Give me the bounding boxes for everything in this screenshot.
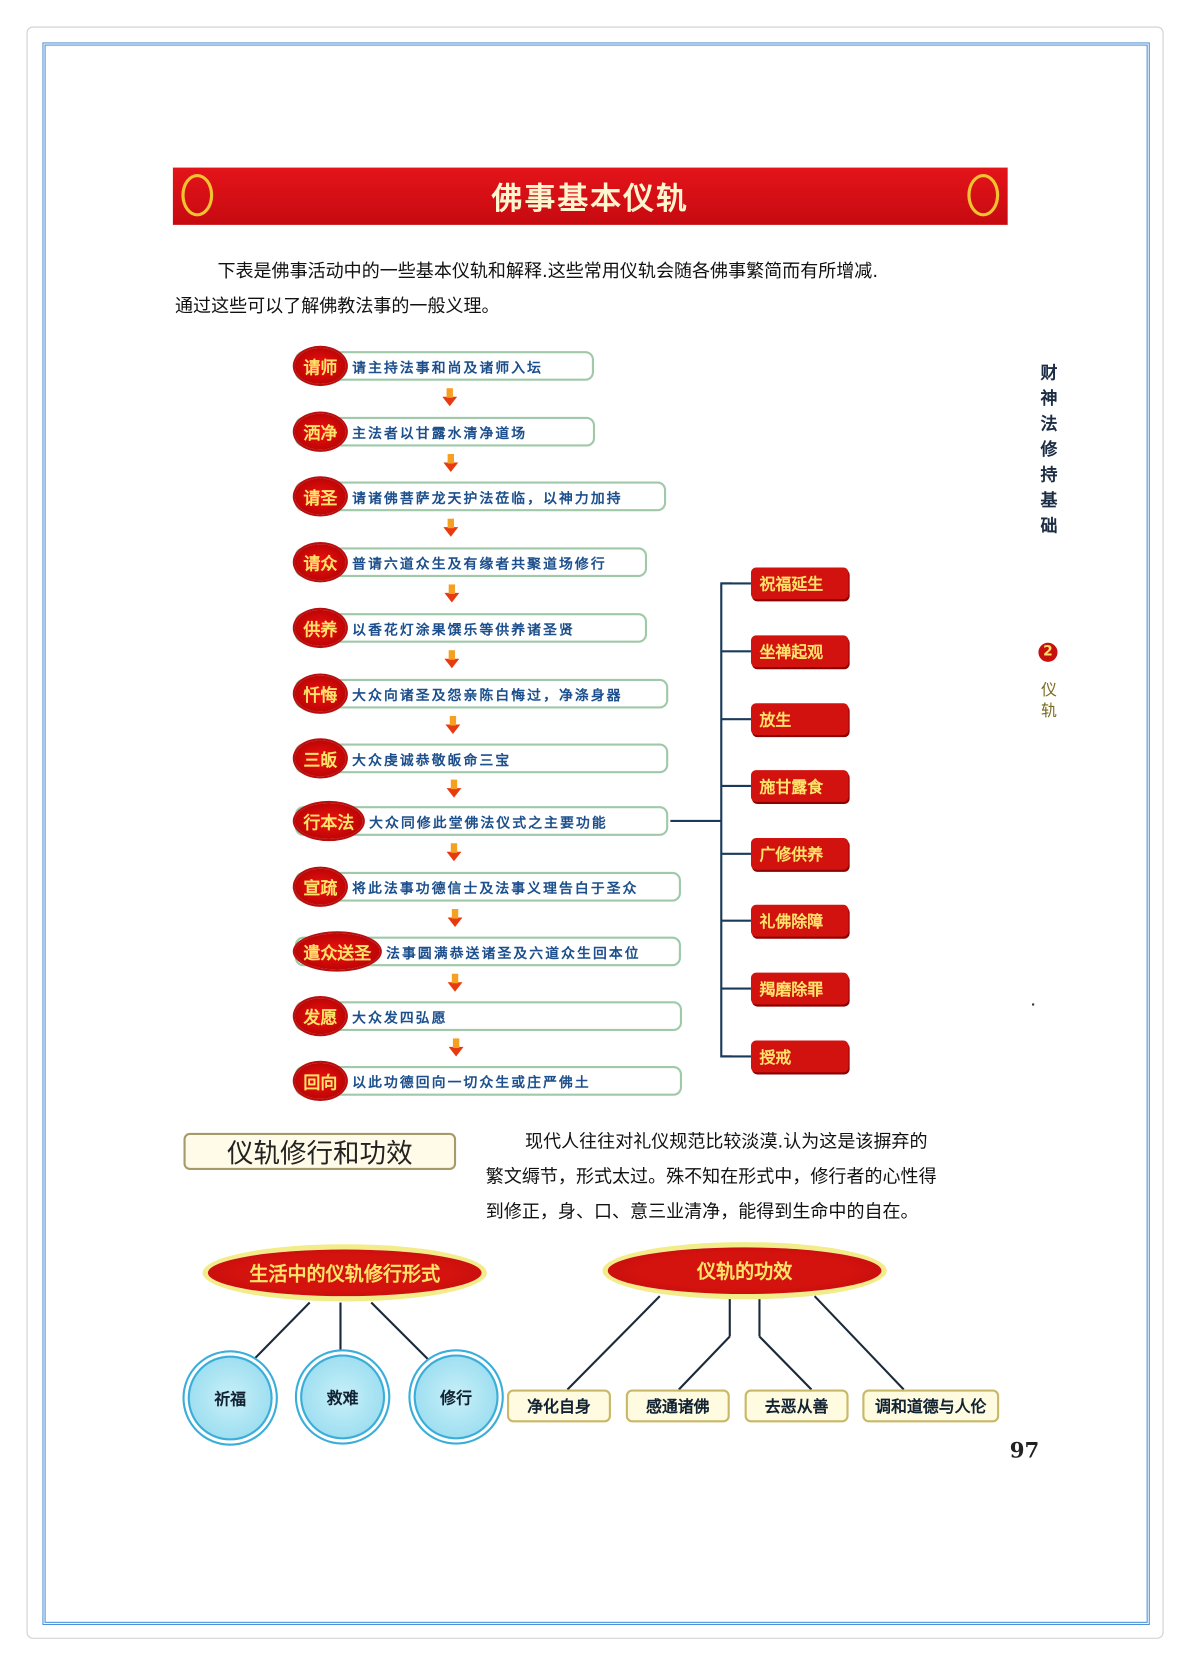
down-arrow-icon: [442, 388, 458, 407]
step-label: 供养: [294, 609, 346, 646]
down-arrow-icon: [443, 518, 459, 537]
step-description: 请诸佛菩萨龙天护法莅临，以神力加持: [352, 490, 623, 507]
flow-step: 宣疏将此法事功德信士及法事义理告白于圣众: [294, 868, 681, 905]
flow-step: 行本法大众同修此堂佛法仪式之主要功能: [294, 802, 669, 840]
section-text-line: 到修正，身、口、意三业清净，能得到生命中的自在。: [485, 1201, 919, 1223]
intro-line: 通过这些可以了解佛教法事的一般义理。: [175, 295, 500, 318]
flow-step: 洒净主法者以甘露水清净道场: [294, 413, 596, 450]
step-description: 主法者以甘露水清净道场: [352, 425, 528, 442]
down-arrow-icon: [445, 715, 461, 734]
flow-step: 回向以此功德回向一切众生或庄严佛土: [294, 1062, 683, 1099]
down-arrow-icon: [447, 908, 463, 927]
effects-heading: 仪轨的功效: [607, 1247, 882, 1295]
down-arrow-icon: [446, 779, 461, 798]
step-description: 大众向诸圣及怨亲陈白悔过，净涤身器: [352, 687, 623, 704]
step-label: 请众: [294, 544, 346, 581]
cloud-ornament-icon: [967, 173, 1000, 217]
function-box: 坐禅起观: [750, 635, 849, 668]
side-chapter-title: 仪轨: [1041, 679, 1057, 721]
down-arrow-icon: [448, 973, 463, 992]
function-box: 放生: [750, 703, 849, 736]
form-circle: 修行: [413, 1354, 499, 1440]
flow-step: 遣众送圣法事圆满恭送诸圣及六道众生回本位: [294, 933, 681, 970]
title-banner: 佛事基本仪轨: [172, 167, 1008, 225]
step-description: 大众同修此堂佛法仪式之主要功能: [369, 815, 608, 832]
step-description: 法事圆满恭送诸圣及六道众生回本位: [386, 945, 641, 962]
page-border: [42, 42, 1150, 1625]
page-frame: [26, 26, 1164, 1639]
down-arrow-icon: [444, 584, 460, 603]
bracket-line: [670, 582, 732, 1058]
step-label: 请圣: [294, 478, 346, 515]
section-text-line: 现代人往往对礼仪规范比较淡漠.认为这是该摒弃的: [525, 1131, 928, 1153]
flow-step: 请圣请诸佛菩萨龙天护法莅临，以神力加持: [294, 478, 667, 515]
form-circle: 救难: [300, 1354, 386, 1440]
step-label: 忏悔: [294, 675, 346, 712]
flow-step: 三皈大众虔诚恭敬皈命三宝: [294, 740, 669, 777]
effect-box: 调和道德与人伦: [862, 1389, 1000, 1423]
tree-lines: [246, 1295, 905, 1391]
forms-heading: 生活中的仪轨修行形式: [207, 1249, 482, 1297]
step-label: 遣众送圣: [294, 933, 380, 970]
effect-box: 净化自身: [507, 1389, 611, 1423]
chapter-number-badge: 2: [1038, 642, 1058, 662]
flow-step: 发愿大众发四弘愿: [294, 998, 683, 1035]
down-arrow-icon: [448, 1037, 464, 1056]
function-box: 施甘露食: [750, 770, 849, 802]
effect-box: 感通诸佛: [625, 1389, 730, 1423]
step-description: 大众发四弘愿: [352, 1010, 448, 1027]
intro-line: 下表是佛事活动中的一些基本仪轨和解释.这些常用仪轨会随各佛事繁简而有所增减.: [217, 260, 879, 283]
flow-step: 请师请主持法事和尚及诸师入坛: [294, 347, 594, 384]
function-box: 授戒: [750, 1040, 849, 1073]
cloud-ornament-icon: [181, 173, 214, 217]
step-label: 洒净: [294, 413, 346, 450]
step-description: 将此法事功德信士及法事义理告白于圣众: [352, 880, 639, 897]
step-label: 行本法: [294, 802, 363, 840]
side-book-title: 财神法修持基础: [1040, 362, 1058, 536]
step-label: 回向: [294, 1062, 346, 1099]
step-label: 宣疏: [294, 868, 346, 905]
form-circle: 祈福: [187, 1355, 273, 1441]
down-arrow-icon: [446, 843, 462, 862]
step-label: 请师: [294, 347, 346, 384]
flow-step: 忏悔大众向诸圣及怨亲陈白悔过，净涤身器: [294, 675, 669, 712]
page-number: 97: [1009, 1437, 1040, 1463]
down-arrow-icon: [442, 453, 458, 472]
step-description: 大众虔诚恭敬皈命三宝: [352, 752, 512, 769]
section-text-line: 繁文缛节，形式太过。殊不知在形式中，修行者的心性得: [485, 1166, 937, 1188]
down-arrow-icon: [444, 650, 460, 669]
step-label: 发愿: [294, 998, 346, 1035]
step-description: 请主持法事和尚及诸师入坛: [352, 360, 544, 377]
step-label: 三皈: [294, 740, 346, 777]
flow-step: 供养以香花灯涂果馔乐等供养诸圣贤: [294, 609, 648, 646]
effect-box: 去恶从善: [744, 1389, 849, 1423]
function-box: 祝福延生: [750, 567, 849, 600]
function-box: 羯磨除罪: [750, 972, 849, 1005]
function-box: 广修供养: [750, 837, 849, 870]
flow-step: 请众普请六道众生及有缘者共聚道场修行: [294, 544, 648, 581]
step-description: 以香花灯涂果馔乐等供养诸圣贤: [352, 622, 575, 639]
section-title: 仪轨修行和功效: [183, 1132, 457, 1170]
function-box: 礼佛除障: [750, 904, 849, 937]
step-description: 以此功德回向一切众生或庄严佛土: [352, 1075, 591, 1091]
step-description: 普请六道众生及有缘者共聚道场修行: [352, 556, 607, 573]
speck: [1032, 1003, 1035, 1006]
page-title: 佛事基本仪轨: [491, 180, 689, 217]
